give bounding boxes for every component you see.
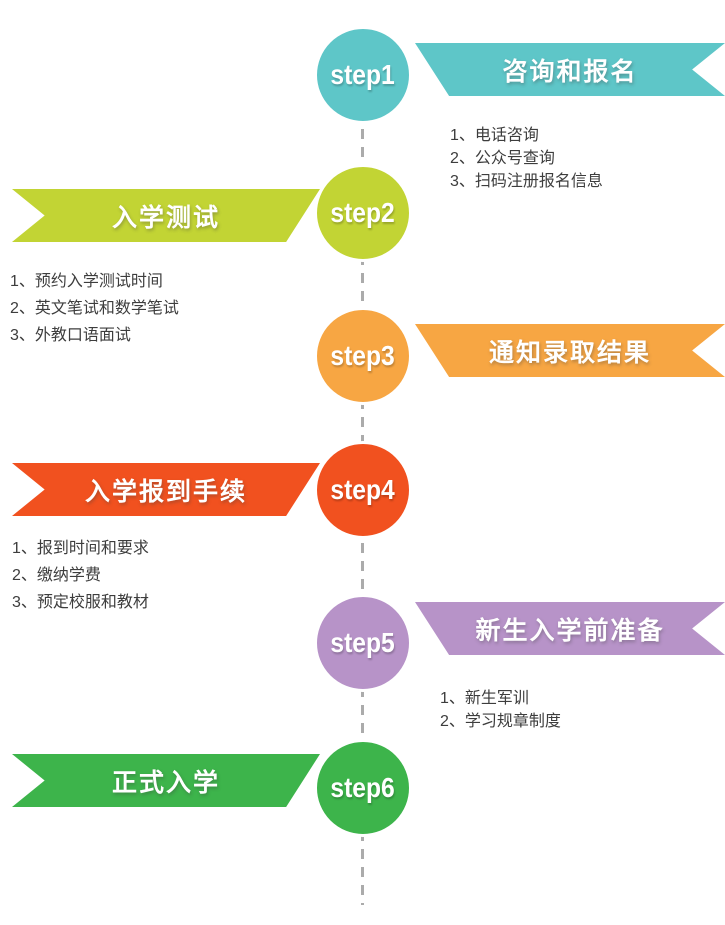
step4-banner-title: 入学报到手续 <box>84 477 247 506</box>
step6-circle: step6 <box>314 739 412 837</box>
step3-circle: step3 <box>314 307 412 405</box>
step2-circle: step2 <box>314 164 412 262</box>
step6-banner: 正式入学 <box>12 754 320 807</box>
step4-details-list: 1、报到时间和要求 2、缴纳学费 3、预定校服和教材 <box>12 535 149 616</box>
step2-details-list: 1、预约入学测试时间 2、英文笔试和数学笔试 3、外教口语面试 <box>10 268 179 349</box>
step1-banner: 咨询和报名 <box>415 43 725 96</box>
step5-banner-title: 新生入学前准备 <box>475 616 665 645</box>
list-item: 2、学习规章制度 <box>440 713 561 730</box>
step5-circle: step5 <box>314 594 412 692</box>
step2-circle-label: step2 <box>330 197 396 228</box>
step3-banner: 通知录取结果 <box>415 324 725 377</box>
step5-banner: 新生入学前准备 <box>415 602 725 655</box>
step1-details-list: 1、电话咨询 2、公众号查询 3、扫码注册报名信息 <box>450 124 603 193</box>
step5-details-list: 1、新生军训 2、学习规章制度 <box>440 687 561 733</box>
step2-banner: 入学测试 <box>12 189 320 242</box>
list-item: 1、新生军训 <box>440 690 529 707</box>
step4-banner: 入学报到手续 <box>12 463 320 516</box>
list-item: 1、报到时间和要求 <box>12 540 149 557</box>
step6-banner-title: 正式入学 <box>111 768 220 797</box>
list-item: 2、英文笔试和数学笔试 <box>10 300 179 317</box>
step2-banner-title: 入学测试 <box>111 203 220 232</box>
list-item: 1、电话咨询 <box>450 127 539 144</box>
step1-banner-title: 咨询和报名 <box>502 57 638 86</box>
step3-circle-label: step3 <box>330 340 396 371</box>
list-item: 2、公众号查询 <box>450 150 555 167</box>
list-item: 1、预约入学测试时间 <box>10 273 163 290</box>
step1-circle-label: step1 <box>330 59 396 90</box>
step6-circle-label: step6 <box>330 772 396 803</box>
step4-circle-label: step4 <box>330 474 396 505</box>
list-item: 3、扫码注册报名信息 <box>450 173 603 190</box>
step5-circle-label: step5 <box>330 627 396 658</box>
list-item: 3、外教口语面试 <box>10 327 131 344</box>
list-item: 3、预定校服和教材 <box>12 594 149 611</box>
step1-circle: step1 <box>314 26 412 124</box>
step4-circle: step4 <box>314 441 412 539</box>
list-item: 2、缴纳学费 <box>12 567 101 584</box>
step3-banner-title: 通知录取结果 <box>488 338 651 367</box>
